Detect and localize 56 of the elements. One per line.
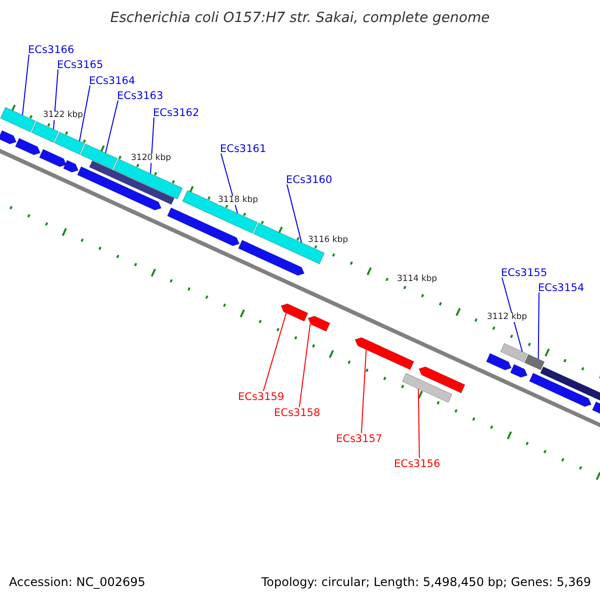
gene-label: ECs3160 [286,175,332,186]
leader-line [262,312,287,392]
gene-feature [166,207,240,246]
gene-feature [308,316,330,332]
leader-line [418,388,420,458]
scale-label: 3118 kbp [218,196,258,204]
gene-label: ECs3165 [57,60,104,70]
title: Escherichia coli O157:H7 str. Sakai, complete genome [109,11,491,25]
gene-feature [182,190,258,234]
leader-line [53,69,58,130]
accession-text: Accession: NC_002695 [9,576,146,588]
gene-label: ECs3159 [238,392,284,402]
scale-label: 3122 kbp [43,111,84,120]
gene-label: ECs3155 [501,268,548,278]
gene-label: ECs3157 [336,434,382,444]
gene-feature [38,148,67,168]
gene-feature [402,372,452,403]
gene-label: ECs3156 [394,459,440,470]
gene-feature [63,160,79,173]
gene-feature [14,138,41,156]
scale-label: 3116 kbp [308,236,348,244]
leader-line [360,349,367,434]
gene-label: ECs3163 [117,91,164,102]
gene-feature [238,240,305,276]
gene-feature [54,132,85,155]
scale-label: 3120 kbp [131,154,172,162]
gene-feature [80,143,118,170]
leader-line [298,324,311,408]
scale-label: 3114 kbp [397,275,438,284]
gene-feature [77,166,162,210]
leader-line [502,277,523,352]
gene-feature [0,106,36,132]
gene-feature [528,372,592,407]
scale-label: 3112 kbp [487,313,528,322]
gene-feature [540,366,600,402]
gene-feature [524,354,545,370]
gene-label: ECs3164 [89,76,136,86]
leader-line [79,85,90,142]
gene-label: ECs3161 [220,144,266,154]
gene-feature [354,337,414,370]
gene-feature [418,366,466,394]
gene-feature [89,160,175,205]
gene-feature [280,303,308,322]
gene-feature [486,353,512,370]
leader-line [538,292,540,360]
gene-label: ECs3162 [153,108,200,118]
leader-line [22,54,30,116]
genome-summary-text: Topology: circular; Length: 5,498,450 bp; Genes: 5,369 [261,576,591,588]
gene-label: ECs3166 [28,45,74,56]
gene-feature [31,121,59,143]
leader-line [105,100,118,154]
gene-label: ECs3158 [274,408,320,418]
gene-label: ECs3154 [538,283,584,294]
gene-feature [0,130,17,144]
leader-line [286,184,302,243]
gene-feature [500,343,528,363]
